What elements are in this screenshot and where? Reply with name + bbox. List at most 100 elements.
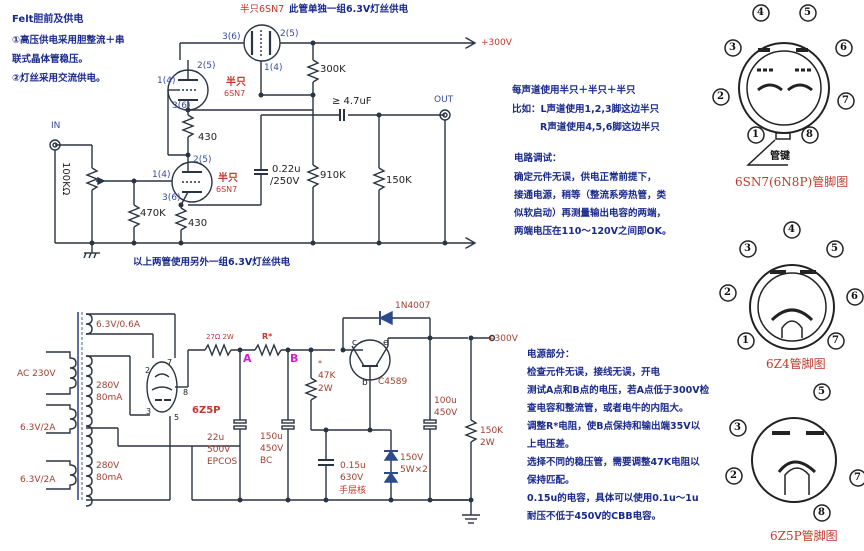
top-tube-note: 此管单独一组6.3V灯丝供电 [289, 4, 409, 15]
6sn7-pin-5: 5 [804, 7, 811, 18]
node-a: A [243, 352, 252, 365]
resistor-150k-bleeder [464, 419, 478, 443]
volume-pot[interactable] [85, 167, 99, 191]
c3-voltage: 630V [340, 473, 364, 483]
upper-tube-pin-grid: 1(4) [157, 76, 176, 86]
lower-tube-pin-cathode: 3(6) [162, 193, 181, 203]
6z4-pin-6: 6 [851, 291, 858, 302]
lower-tube-type: 6SN7 [216, 185, 238, 194]
transistor-pin-e: e [383, 338, 389, 348]
power-note-9: 耐压不低于450V的CBB电容。 [527, 511, 662, 522]
output-voltage-label: +300V [487, 334, 518, 344]
resistor-430-upper [181, 114, 195, 138]
pot-label: 100KΩ [60, 162, 71, 196]
resistor-47k[interactable] [304, 377, 318, 401]
debug-line-3: 似软启动）再测量输出电容的两端， [514, 208, 667, 219]
lower-tube-pin-plate: 2(5) [193, 155, 212, 165]
intro-line-3: ②灯丝采用交流供电。 [12, 73, 106, 84]
hv1-current: 80mA [96, 393, 123, 403]
zener-diode-1 [383, 449, 399, 461]
c-coupling-label: ≥ 4.7uF [332, 96, 372, 107]
6sn7-pin-6: 6 [840, 42, 847, 53]
6z5p-pin-3: 3 [734, 422, 741, 433]
resistor-470k [127, 204, 141, 228]
6sn7-pin-1: 1 [752, 129, 759, 140]
lower-tube-pin-grid: 1(4) [152, 170, 171, 180]
upper-tube-label: 半只 [226, 77, 246, 88]
power-note-3: 查电容和整流管，或者电牛的内阻大。 [527, 403, 689, 414]
rect-pin-7: 7 [167, 358, 173, 367]
6z4-pin-4: 4 [788, 224, 795, 235]
zener-voltage: 150V [400, 453, 424, 463]
pinout-6z4 [749, 264, 835, 350]
diode-label: 1N4007 [395, 301, 431, 311]
pinout-6z5p [751, 417, 837, 503]
resistor-300k [306, 59, 320, 83]
resistor-150k [372, 167, 386, 191]
6sn7-key-label: 管键 [770, 151, 790, 162]
6z4-pin-3: 3 [744, 243, 751, 254]
r3-mark: * [318, 359, 322, 368]
debug-line-1: 确定元件无误，供电正常前提下， [514, 172, 657, 183]
6z5p-pin-8: 8 [818, 507, 825, 518]
node-b: B [290, 352, 299, 365]
r-out-label: 150K [386, 175, 412, 186]
6z4-pin-2: 2 [724, 287, 731, 298]
channel-note-2: 比如：L声道使用1,2,3脚这边半只 [512, 104, 660, 115]
rectifier-label: 6Z5P [192, 405, 221, 416]
6sn7-pin-4: 4 [757, 7, 764, 18]
lower-tube-label: 半只 [218, 173, 238, 184]
6z5p-pin-7: 7 [854, 472, 861, 483]
intro-title: Felt胆前及供电 [12, 14, 84, 25]
out-label: OUT [434, 95, 454, 105]
r3-watt: 2W [318, 384, 333, 394]
rect-pin-5: 5 [174, 413, 180, 422]
output-terminal[interactable] [488, 334, 496, 342]
preamp-bottom-note: 以上两管使用另外一组6.3V灯丝供电 [133, 257, 291, 268]
pinout-6sn7 [738, 42, 830, 134]
diode-1n4007 [378, 310, 393, 326]
transformer-primary [46, 351, 77, 395]
power-note-7: 保持匹配。 [527, 475, 575, 486]
6sn7-pin-7: 7 [842, 95, 849, 106]
c1-voltage: 500V [207, 445, 231, 455]
top-tube-envelope [243, 24, 281, 62]
c1-brand: EPCOS [207, 457, 238, 467]
top-tube-pin-cathode: 3(6) [222, 32, 241, 42]
r4-value: 150K [480, 426, 504, 436]
hv2-current: 80mA [96, 473, 123, 483]
top-tube-label: 半只6SN7 [240, 4, 285, 15]
resistor-430-lower [174, 207, 188, 231]
fil2-label: 6.3V/2A [20, 423, 56, 433]
c3-value: 0.15u [340, 461, 366, 471]
transistor-label: C4589 [378, 377, 408, 387]
c2-value: 150u [260, 432, 283, 442]
c2-voltage: 450V [260, 444, 284, 454]
6z5p-pin-2: 2 [730, 470, 737, 481]
6sn7-pin-8: 8 [806, 129, 813, 140]
c1-value: 22u [207, 433, 225, 443]
transistor-pin-c: c [352, 338, 357, 348]
top-tube-pin-grid: 1(4) [264, 63, 283, 73]
intro-line-2: 联式晶体管稳压。 [12, 54, 89, 65]
power-notes-title: 电源部分： [527, 349, 575, 360]
upper-tube-type: 6SN7 [224, 89, 246, 98]
resistor-910k [306, 164, 320, 188]
transformer-filament-winding [85, 313, 93, 335]
debug-line-4: 两端电压在110～120V之间即OK。 [514, 226, 672, 237]
c4-value: 100u [434, 396, 457, 406]
r2-label: R* [262, 332, 273, 341]
upper-tube-pin-plate: 2(5) [197, 61, 216, 71]
r-grid-label: 470K [140, 208, 166, 219]
rect-pin-2: 2 [145, 366, 151, 375]
6sn7-pin-2: 2 [717, 91, 724, 102]
resistor-r-star[interactable] [254, 343, 282, 357]
upper-tube-pin-cathode: 3(6) [172, 101, 191, 111]
6z5p-pin-5: 5 [818, 386, 825, 397]
power-note-6: 选择不同的稳压管，需要调整47K电阻以 [527, 457, 700, 468]
r3-value: 47K [318, 371, 336, 381]
transformer-hv-winding [85, 355, 93, 507]
rect-pin-8: 8 [183, 388, 189, 397]
r-cathode-lower-label: 430 [188, 218, 208, 229]
